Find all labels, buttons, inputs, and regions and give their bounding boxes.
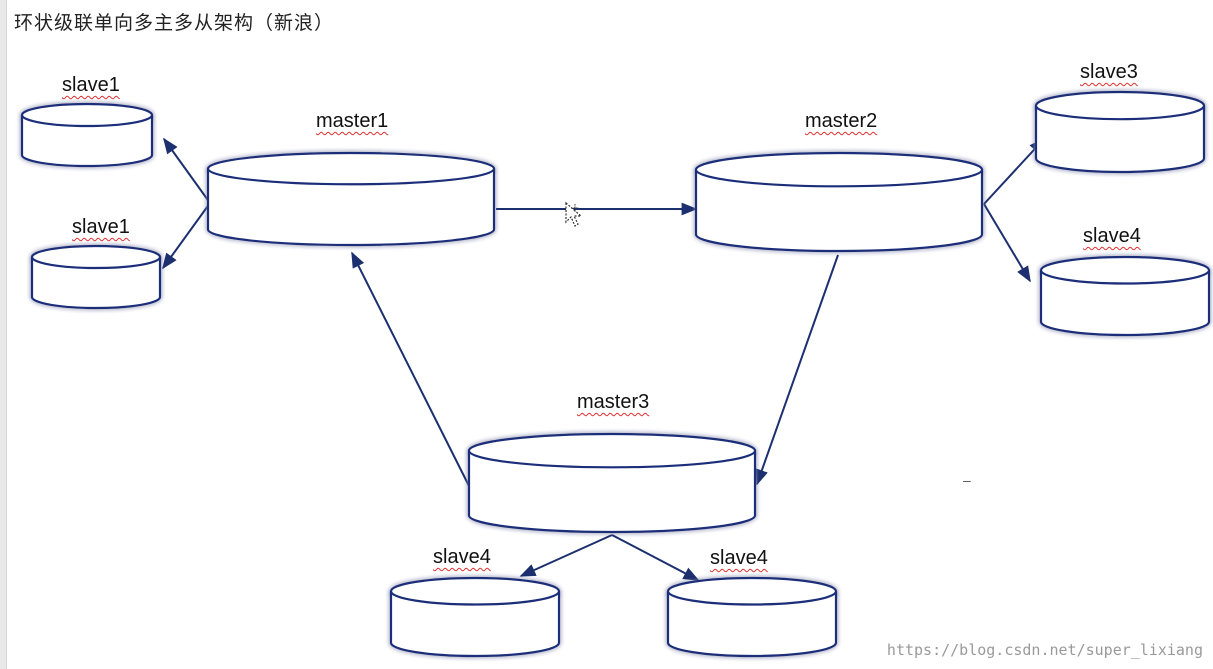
label-slave-mid-right: slave4: [1083, 225, 1141, 247]
label-master2: master2: [805, 110, 878, 132]
cylinder-slave-bottom-left: [389, 576, 561, 658]
label-slave-mid-left: slave1: [72, 216, 130, 238]
arrow-master1-to-slave-mid-left: [162, 202, 211, 270]
arrow-master3-to-master1: [351, 251, 470, 487]
label-slave-bottom-right: slave4: [710, 547, 768, 569]
window-left-border: [0, 0, 7, 669]
cylinders-layer: [20, 90, 1211, 658]
label-master1: master1: [316, 110, 389, 132]
cylinder-slave-mid-left: [30, 244, 162, 310]
cylinder-slave-top-left: [20, 102, 154, 168]
cylinder-slave-top-right: [1034, 90, 1206, 174]
cylinder-master3: [467, 432, 757, 534]
cylinder-slave-mid-right: [1039, 255, 1211, 337]
arrow-master3-to-slave-bottom-right: [611, 534, 700, 581]
arrow-master2-to-slave-mid-right: [983, 203, 1031, 283]
label-slave-top-left: slave1: [62, 74, 120, 96]
label-master3: master3: [577, 391, 650, 413]
arrow-master3-to-slave-bottom-left: [519, 534, 613, 577]
arrow-master1-to-slave-top-left: [163, 137, 211, 204]
label-slave-top-right: slave3: [1080, 61, 1138, 83]
cylinder-master2: [694, 151, 984, 253]
dash-mark: –: [963, 472, 971, 488]
edges-layer: [162, 137, 1046, 581]
cylinder-master1: [206, 151, 496, 247]
watermark-url: https://blog.csdn.net/super_lixiang: [886, 641, 1203, 659]
arrow-master2-to-slave-top-right: [983, 137, 1046, 205]
cylinder-slave-bottom-right: [666, 576, 838, 658]
page-title: 环状级联单向多主多从架构（新浪）: [14, 13, 335, 34]
mouse-pointer-icon: [565, 201, 583, 227]
arrow-master2-to-master3: [755, 254, 839, 486]
label-slave-bottom-left: slave4: [433, 546, 491, 568]
